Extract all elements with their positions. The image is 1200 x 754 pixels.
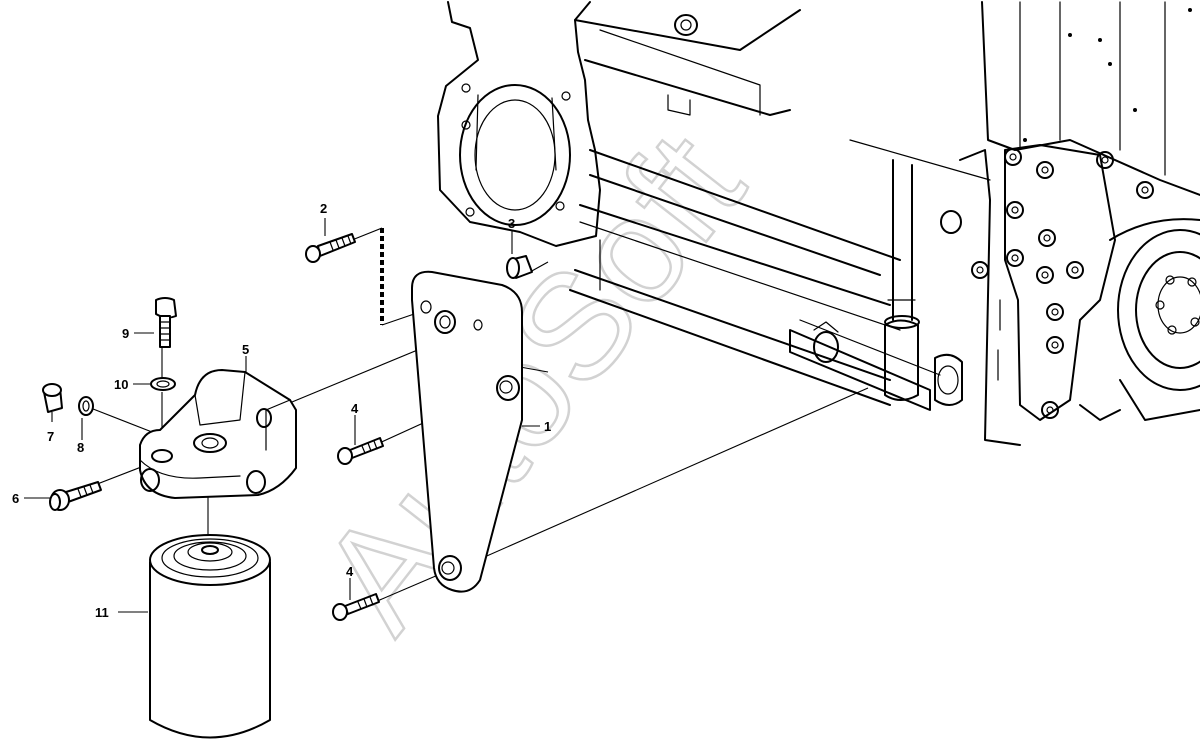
filter-cartridge [149,534,271,739]
spacer-3 [506,255,533,279]
callout-4-lower: 4 [346,564,354,579]
bolt-2 [305,233,356,263]
bracket-plate [411,270,523,593]
bolt-9 [155,297,177,348]
plug-7 [42,383,63,413]
callout-1: 1 [544,419,551,434]
callout-3: 3 [508,216,515,231]
watermark-text: AutoSoft [288,103,775,660]
bolt-4-lower [332,593,380,621]
pump-bolts [971,148,1154,419]
callout-leaders [24,218,513,613]
callout-5: 5 [242,342,249,357]
callout-8: 8 [77,440,84,455]
callout-9: 9 [122,326,129,341]
callout-6: 6 [12,491,19,506]
washer-10 [150,377,176,391]
engine-block [437,1,1200,446]
washer-8 [78,396,94,416]
callout-4-upper: 4 [351,401,359,416]
bolt-6 [49,481,102,511]
bolt-4-upper [337,437,384,465]
callout-10: 10 [114,377,128,392]
callout-2: 2 [320,201,327,216]
callout-labels: 1 2 3 4 4 5 6 7 8 9 10 11 [12,201,551,620]
filter-head [139,369,297,499]
callout-7: 7 [47,429,54,444]
callout-11: 11 [95,605,109,620]
